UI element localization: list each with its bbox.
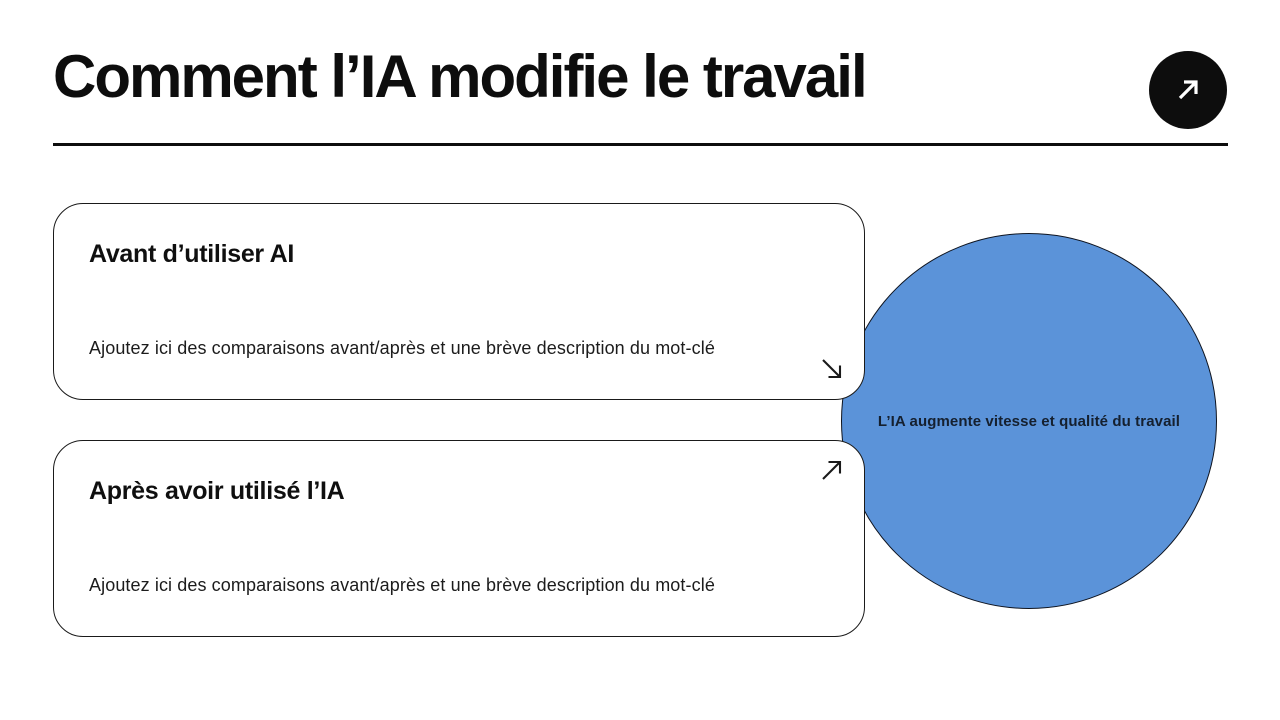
- card-body-text: Ajoutez ici des comparaisons avant/après…: [89, 338, 715, 358]
- arrow-down-right-icon: [819, 356, 845, 382]
- keyword-bubble[interactable]: L’IA augmente vitesse et qualité du trav…: [841, 233, 1217, 609]
- card-heading: Après avoir utilisé l’IA: [89, 477, 345, 505]
- card-body-text: Ajoutez ici des comparaisons avant/après…: [89, 575, 715, 595]
- card-after-ai[interactable]: Après avoir utilisé l’IA Ajoutez ici des…: [53, 440, 865, 637]
- arrow-up-right-icon: [1171, 73, 1205, 107]
- header-action-button[interactable]: [1149, 51, 1227, 129]
- page-title: Comment l’IA modifie le travail: [53, 43, 868, 110]
- arrow-up-right-icon: [819, 457, 845, 483]
- card-before-ai[interactable]: Avant d’utiliser AI Ajoutez ici des comp…: [53, 203, 865, 400]
- card-heading: Avant d’utiliser AI: [89, 240, 294, 268]
- keyword-bubble-label: L’IA augmente vitesse et qualité du trav…: [877, 412, 1181, 430]
- title-divider: [53, 143, 1228, 146]
